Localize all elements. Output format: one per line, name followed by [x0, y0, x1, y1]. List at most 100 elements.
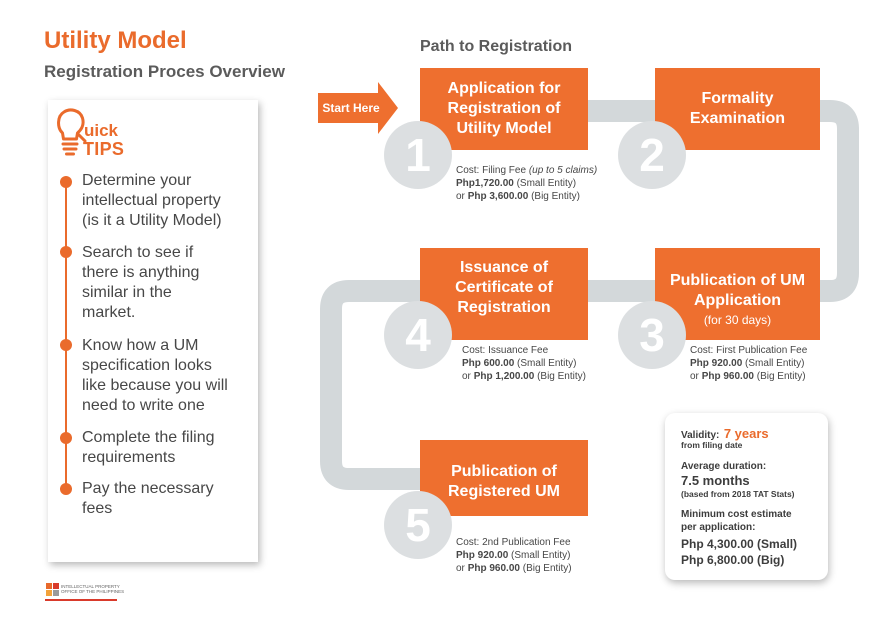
tip-bullet — [60, 339, 72, 351]
step-title-line: Formality — [701, 90, 774, 107]
big-entity-label: (Big Entity) — [531, 191, 580, 202]
small-entity-price: Php 920.00 — [456, 550, 509, 561]
tip-item-1: Determine your intellectual property (is… — [82, 171, 222, 231]
start-here-label: Start Here — [322, 101, 380, 115]
step-title-line: Registration — [457, 299, 551, 316]
step-title-line: Examination — [689, 110, 786, 127]
tip-line: like because you will — [82, 377, 228, 394]
org-tagline-bar — [45, 599, 117, 601]
org-name-line: INTELLECTUAL PROPERTY — [61, 584, 120, 589]
tip-line: Know how a UM — [82, 337, 199, 354]
validity-label: Validity: — [681, 430, 720, 441]
ipophil-logo-icon — [46, 583, 59, 596]
tip-line: need to write one — [82, 397, 205, 414]
step-5-cost: Cost: 2nd Publication Fee Php 920.00 (Sm… — [456, 536, 572, 575]
page-title: Utility Model — [44, 27, 187, 54]
step-title-line: Registration of — [447, 100, 561, 117]
step-title-line: Application for — [447, 80, 561, 97]
step-1-cost: Cost: Filing Fee (up to 5 claims) Php1,7… — [456, 164, 597, 203]
step-3-number: 3 — [618, 301, 686, 369]
cost-estimate-label: per application: — [681, 522, 756, 533]
tip-line: similar in the — [82, 284, 172, 301]
big-entity-label: (Big Entity) — [522, 563, 572, 574]
small-entity-price: Php1,720.00 — [456, 178, 514, 189]
cost-label: Cost: First Publication Fee — [690, 345, 808, 356]
step-5-number: 5 — [384, 491, 452, 559]
tip-line: fees — [82, 500, 113, 517]
tips-timeline-line — [65, 182, 67, 490]
step-4-number: 4 — [384, 301, 452, 369]
or-prefix: or — [690, 371, 699, 382]
small-entity-label: (Small Entity) — [511, 550, 571, 561]
cost-line: or Php 3,600.00 (Big Entity) — [456, 190, 597, 203]
step-3-cost: Cost: First Publication Fee Php 920.00 (… — [690, 344, 807, 383]
small-entity-label: (Small Entity) — [745, 358, 805, 369]
org-name-line: OFFICE OF THE PHILIPPINES — [61, 589, 125, 594]
step-title-line: Registered UM — [447, 483, 561, 500]
cost-estimate-small: Php 4,300.00 (Small) — [681, 537, 798, 551]
cost-line: Cost: First Publication Fee — [690, 344, 807, 357]
quick-tips-card — [48, 100, 258, 562]
tip-bullet — [60, 432, 72, 444]
big-entity-price: Php 960.00 — [701, 371, 754, 382]
duration-value: 7.5 months — [681, 473, 750, 488]
tip-bullet — [60, 246, 72, 258]
validity-value: 7 years — [723, 426, 769, 441]
cost-label: Cost: 2nd Publication Fee — [456, 537, 571, 548]
or-prefix: or — [462, 371, 471, 382]
tip-item-5: Pay the necessary fees — [82, 479, 214, 519]
tip-line: Complete the filing — [82, 429, 215, 446]
page-subtitle: Registration Proces Overview — [44, 62, 285, 81]
step-2-number: 2 — [618, 121, 686, 189]
tip-line: intellectual property — [82, 192, 221, 209]
tip-line: specification looks — [82, 357, 212, 374]
duration-label: Average duration: — [681, 461, 767, 472]
big-entity-label: (Big Entity) — [756, 371, 806, 382]
small-entity-label: (Small Entity) — [516, 178, 577, 189]
small-entity-price: Php 600.00 — [462, 358, 515, 369]
path-title: Path to Registration — [420, 38, 573, 55]
tip-bullet — [60, 176, 72, 188]
tip-line: there is anything — [82, 264, 200, 281]
tip-item-2: Search to see if there is anything simil… — [82, 243, 199, 323]
step-1-box: Application for Registration of Utility … — [420, 68, 588, 150]
tip-line: requirements — [82, 449, 176, 466]
tip-line: Search to see if — [82, 244, 194, 261]
small-entity-label: (Small Entity) — [517, 358, 577, 369]
step-5-box: Publication of Registered UM — [420, 440, 588, 516]
step-title-line: Certificate of — [455, 279, 553, 296]
cost-label: Cost: Issuance Fee — [462, 345, 549, 356]
step-3-box: Publication of UM Application (for 30 da… — [655, 248, 820, 340]
big-entity-price: Php 1,200.00 — [473, 371, 535, 382]
cost-line: Cost: 2nd Publication Fee — [456, 536, 572, 549]
step-title-line: Issuance of — [459, 259, 549, 276]
cost-line: or Php 960.00 (Big Entity) — [456, 562, 572, 575]
cost-estimate-big: Php 6,800.00 (Big) — [681, 553, 785, 567]
big-entity-price: Php 960.00 — [467, 563, 520, 574]
validity-row: Validity: 7 years — [681, 425, 769, 444]
path-band-line — [320, 100, 859, 490]
cost-line: Php1,720.00 (Small Entity) — [456, 177, 597, 190]
cost-line: Php 600.00 (Small Entity) — [462, 357, 586, 370]
step-subtitle: (for 30 days) — [703, 313, 772, 327]
cost-line: or Php 960.00 (Big Entity) — [690, 370, 807, 383]
summary-card: Validity: 7 years from filing date Avera… — [665, 413, 828, 580]
tip-line: Determine your — [82, 172, 192, 189]
step-2-box: Formality Examination — [655, 68, 820, 150]
tip-line: market. — [82, 304, 136, 321]
validity-note: from filing date — [681, 440, 743, 450]
cost-line: Php 920.00 (Small Entity) — [456, 549, 572, 562]
cost-line: Cost: Issuance Fee — [462, 344, 586, 357]
step-title-line: Application — [693, 292, 782, 309]
step-title-line: Publication of UM — [669, 272, 806, 289]
quick-tips-label-quick: uick — [84, 121, 119, 140]
step-title-line: Utility Model — [456, 120, 552, 137]
big-entity-label: (Big Entity) — [537, 371, 586, 382]
tip-line: (is it a Utility Model) — [82, 212, 222, 229]
small-entity-price: Php 920.00 — [690, 358, 743, 369]
step-1-number: 1 — [384, 121, 452, 189]
or-prefix: or — [456, 191, 465, 202]
cost-line: Php 920.00 (Small Entity) — [690, 357, 807, 370]
start-arrow-icon — [318, 82, 398, 134]
